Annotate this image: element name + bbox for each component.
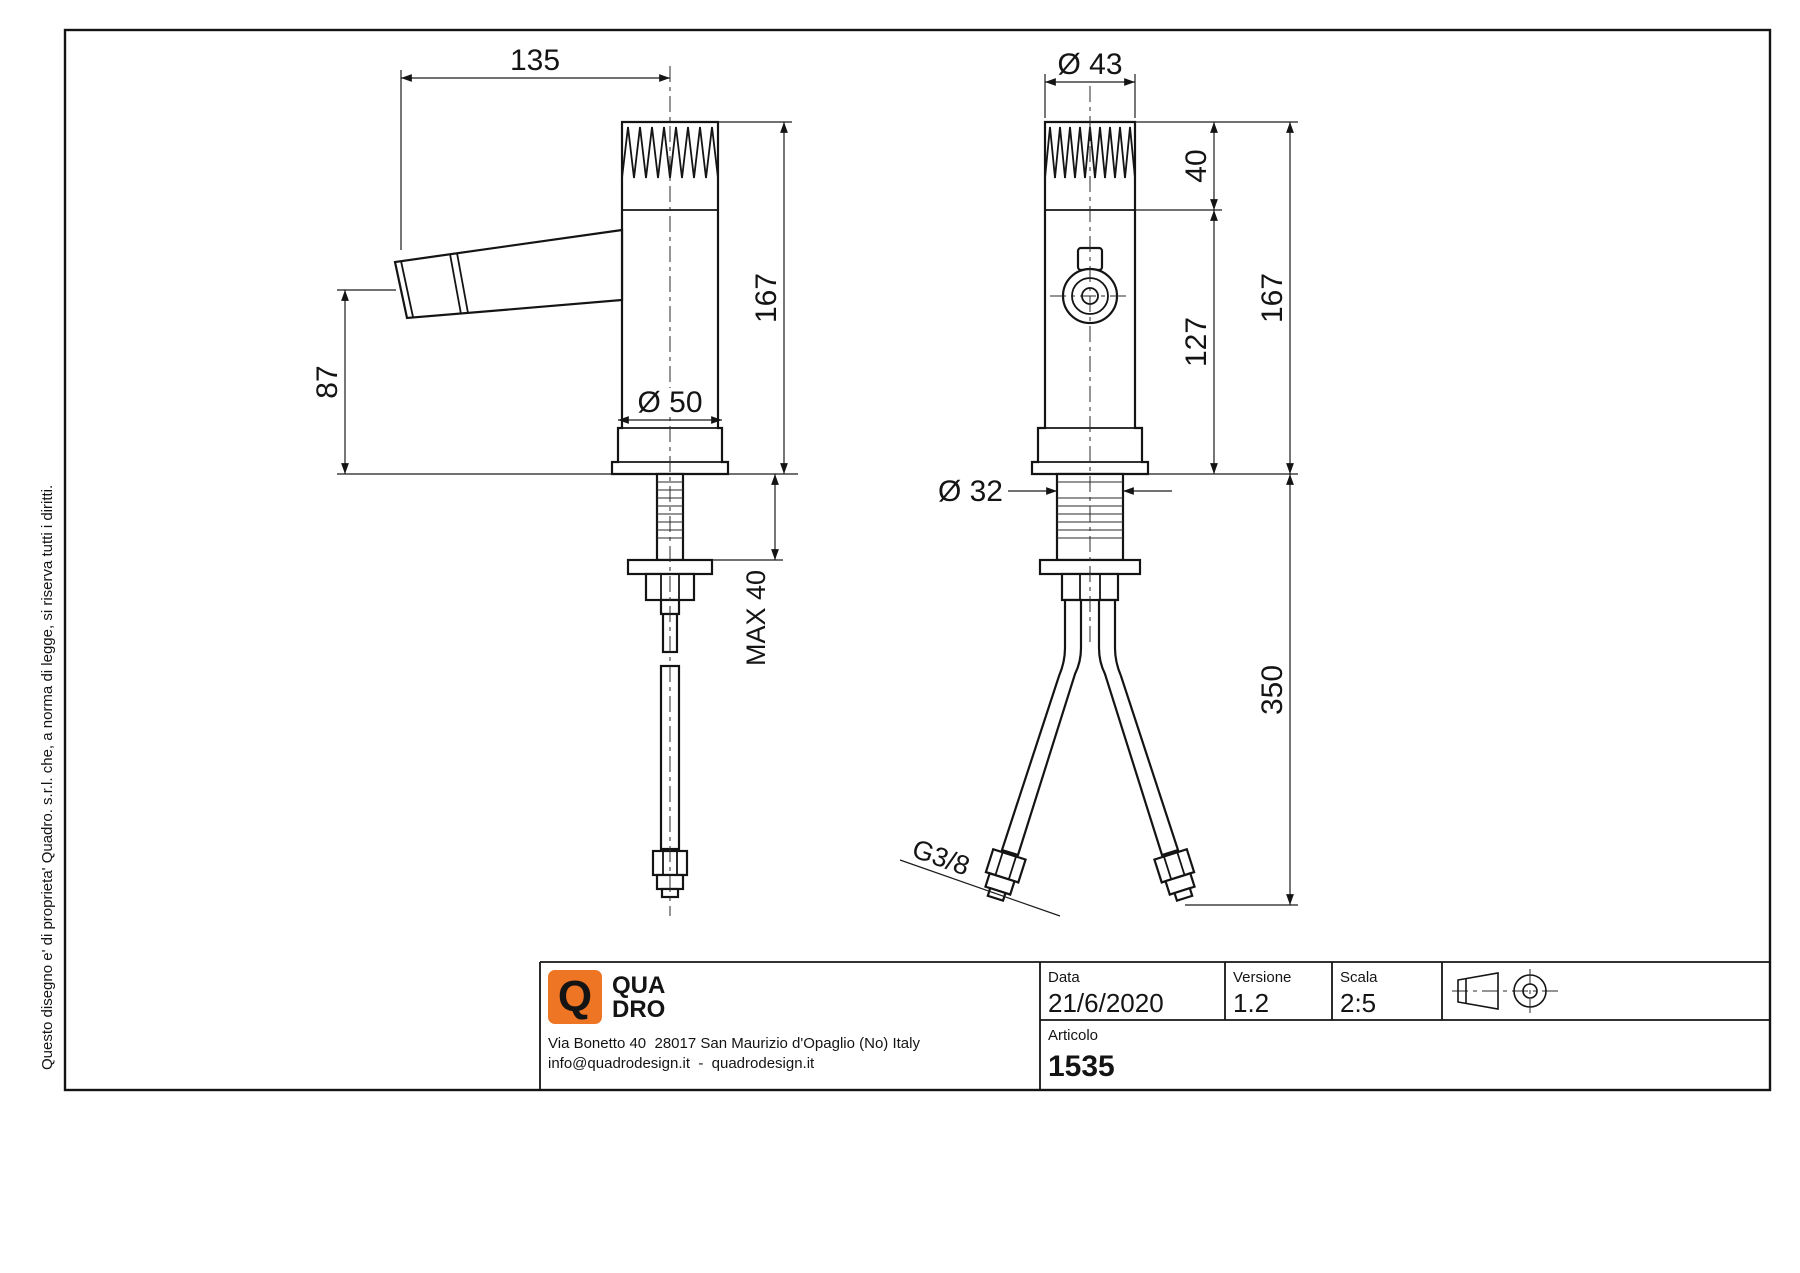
dim-top-diameter: Ø 43 xyxy=(1044,48,1136,118)
data-label: Data xyxy=(1048,969,1080,986)
quadro-logo: Q QUA DRO xyxy=(548,970,665,1024)
field-versione: Versione 1.2 xyxy=(1233,969,1291,1018)
dim-body-diameter: Ø 50 xyxy=(618,386,722,424)
company-contact: info@quadrodesign.it - quadrodesign.it xyxy=(548,1055,815,1072)
svg-text:127: 127 xyxy=(1180,317,1213,367)
scala-label: Scala xyxy=(1340,969,1378,986)
sheet-border xyxy=(63,28,1772,1092)
projection-symbol xyxy=(1452,969,1562,1013)
dim-spout-reach: 135 xyxy=(400,44,670,250)
field-data: Data 21/6/2020 xyxy=(1048,969,1164,1018)
articolo-label: Articolo xyxy=(1048,1027,1098,1044)
svg-text:Ø 32: Ø 32 xyxy=(938,475,1003,508)
versione-value: 1.2 xyxy=(1233,988,1269,1018)
articolo-value: 1535 xyxy=(1048,1050,1115,1083)
company-address: Via Bonetto 40 28017 San Maurizio d'Opag… xyxy=(548,1035,920,1052)
supply-hoses-front xyxy=(984,598,1196,903)
svg-text:40: 40 xyxy=(1180,149,1213,182)
hose-right xyxy=(1097,598,1180,857)
logo-text-line1: QUA xyxy=(612,972,665,999)
hose-left xyxy=(1000,598,1083,857)
logo-q: Q xyxy=(558,972,592,1021)
field-articolo: Articolo 1535 xyxy=(1048,1027,1115,1083)
logo-text-line2: DRO xyxy=(612,996,665,1023)
versione-label: Versione xyxy=(1233,969,1291,986)
svg-text:Ø 43: Ø 43 xyxy=(1057,48,1122,81)
svg-text:167: 167 xyxy=(750,273,783,323)
dim-handle-height: 40 xyxy=(1135,121,1298,211)
data-value: 21/6/2020 xyxy=(1048,988,1164,1018)
dim-body-height: 127 xyxy=(1148,210,1298,475)
field-scala: Scala 2:5 xyxy=(1340,969,1378,1018)
side-view xyxy=(393,66,730,916)
front-view xyxy=(984,86,1196,903)
dim-shank-diameter: Ø 32 xyxy=(938,475,1172,508)
hose-fitting-right xyxy=(1153,847,1196,903)
svg-text:87: 87 xyxy=(311,365,344,398)
side-view-dimensions: 135 167 87 Ø 50 MAX 40 xyxy=(311,44,798,666)
title-block: Q QUA DRO Via Bonetto 40 28017 San Mauri… xyxy=(539,961,1770,1090)
dim-total-height-side: 167 xyxy=(718,121,798,475)
dim-total-height-front: 167 xyxy=(1256,121,1294,474)
copyright-note: Questo disegno e' di proprieta' Quadro. … xyxy=(39,485,56,1070)
front-view-dimensions: Ø 43 40 127 167 Ø 32 350 G3 xyxy=(899,48,1298,917)
svg-text:Ø 50: Ø 50 xyxy=(637,386,702,419)
dim-max-deck-thickness: MAX 40 xyxy=(712,474,783,666)
svg-text:135: 135 xyxy=(510,44,560,77)
logo-square xyxy=(548,970,602,1024)
scala-value: 2:5 xyxy=(1340,988,1376,1018)
label-thread-size: G3/8 xyxy=(899,834,1061,917)
dim-hose-length: 350 xyxy=(1185,474,1298,906)
svg-text:167: 167 xyxy=(1256,273,1289,323)
svg-text:350: 350 xyxy=(1256,665,1289,715)
spout xyxy=(393,228,624,320)
svg-text:MAX 40: MAX 40 xyxy=(741,570,771,666)
dim-spout-height: 87 xyxy=(311,289,612,475)
